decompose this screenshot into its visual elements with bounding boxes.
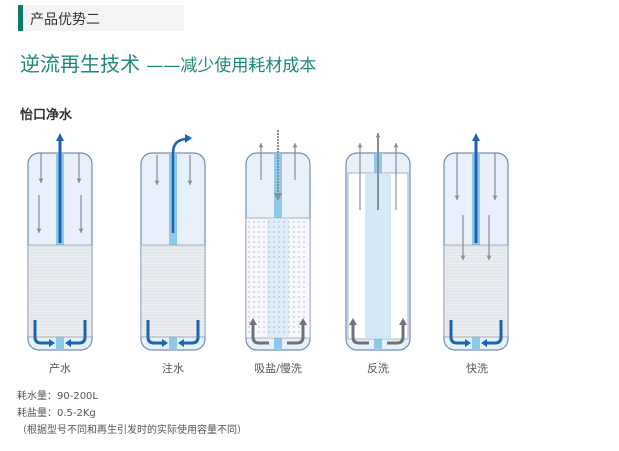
- curved-arrow-icon: [249, 318, 269, 345]
- section-label: 产品优势二: [30, 12, 100, 28]
- page-title: 逆流再生技术 ——减少使用耗材成本: [20, 48, 316, 77]
- curved-arrow-icon: [33, 320, 55, 347]
- title-sub: ——减少使用耗材成本: [146, 56, 317, 76]
- flow-arrow-icon: [36, 195, 42, 233]
- flow-arrow-icon: [292, 143, 298, 180]
- flow-arrow-icon: [492, 153, 498, 200]
- flow-arrow-icon: [454, 153, 460, 200]
- brand-name: 怡口净水: [20, 108, 73, 123]
- softener-tank-3: [245, 125, 312, 357]
- curved-arrow-icon: [349, 318, 369, 345]
- stage-label-1: 产水: [49, 362, 71, 375]
- flow-arrow-icon: [258, 143, 264, 180]
- flow-arrow-icon: [393, 143, 399, 210]
- curved-arrow-icon: [287, 318, 307, 345]
- section-header: 产品优势二: [18, 5, 184, 31]
- flow-arrow-icon: [486, 215, 492, 260]
- softener-tank-2: [140, 125, 207, 357]
- softener-tank-1: [27, 125, 94, 357]
- stage-label-5: 快洗: [466, 362, 488, 375]
- capacity-note: （根据型号不同和再生引发时的实际使用容量不同）: [17, 425, 247, 436]
- flow-arrow-icon: [187, 155, 193, 185]
- stage-label-4: 反洗: [367, 362, 389, 375]
- softener-tank-4: [345, 125, 412, 357]
- flow-arrow-icon: [78, 195, 84, 233]
- curved-arrow-icon: [481, 320, 503, 347]
- curved-arrow-icon: [178, 320, 200, 347]
- stage-label-2: 注水: [162, 362, 184, 375]
- curved-arrow-icon: [65, 320, 87, 347]
- water-consumption: 耗水量：90-200L: [17, 391, 98, 402]
- section-accent-bar: [18, 5, 23, 31]
- stage-label-3: 吸盐/慢洗: [254, 362, 302, 375]
- curved-arrow-icon: [449, 320, 471, 347]
- flow-arrow-icon: [154, 155, 160, 185]
- title-main: 逆流再生技术: [20, 52, 140, 76]
- flow-arrow-icon: [460, 215, 466, 260]
- flow-arrow-icon: [76, 153, 82, 183]
- softener-tank-5: [443, 125, 510, 357]
- flow-arrow-icon: [375, 133, 381, 210]
- flow-arrow-icon: [357, 143, 363, 210]
- salt-consumption: 耗盐量：0.5-2Kg: [17, 408, 96, 419]
- curved-arrow-icon: [387, 318, 407, 345]
- flow-arrow-icon: [38, 153, 44, 183]
- curved-arrow-icon: [146, 320, 168, 347]
